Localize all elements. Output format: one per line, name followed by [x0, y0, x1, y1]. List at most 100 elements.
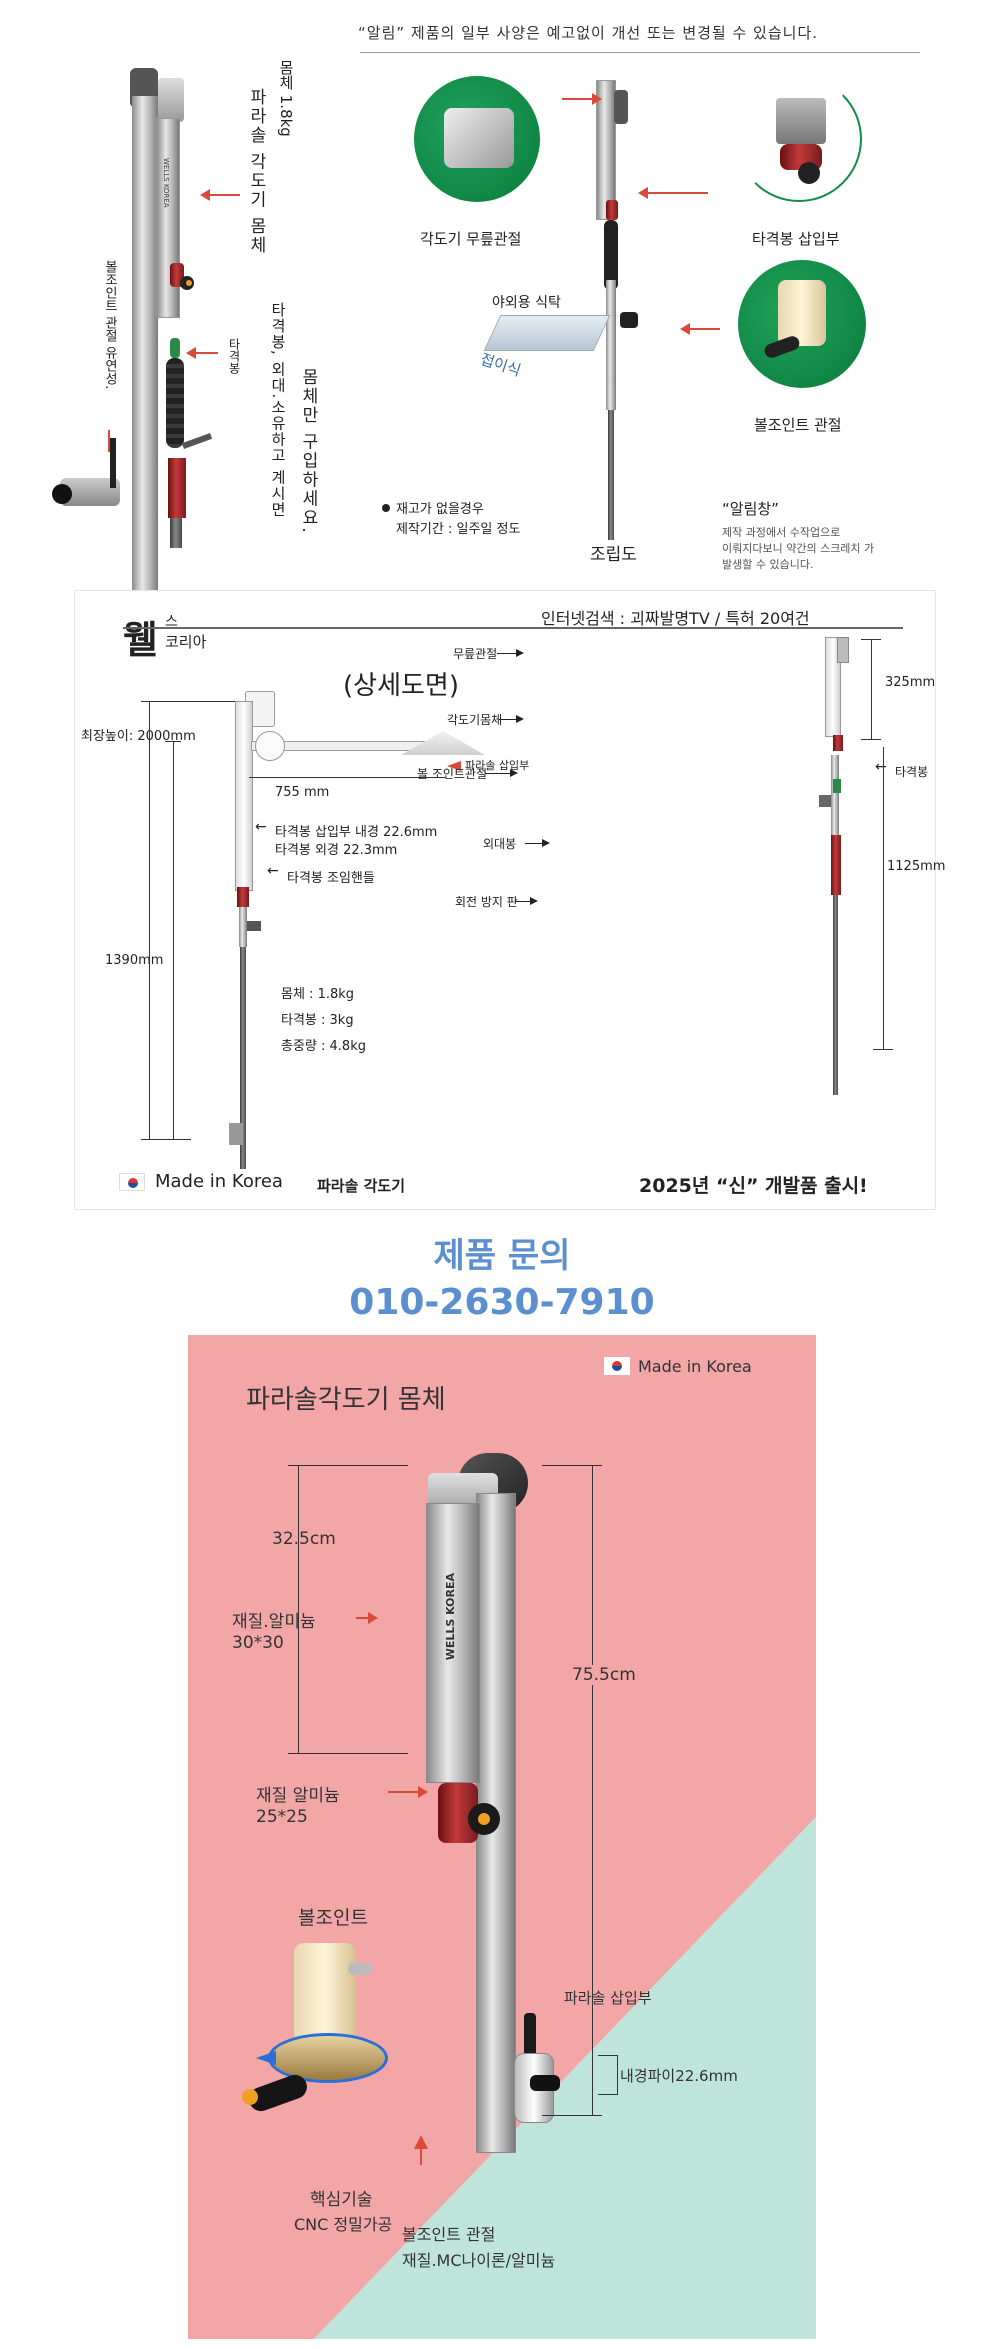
alert-title: “알림창”	[722, 500, 779, 518]
r-anti-label: 회전 방지 판	[455, 895, 518, 909]
inner-d: 내경파이22.6mm	[620, 2067, 738, 2085]
body-detail-panel: 파라솔각도기 몸체 Made in Korea WELLS KOREA 32.5…	[188, 1335, 816, 2339]
schematic-left	[225, 691, 445, 1171]
arrow-rod	[186, 347, 218, 359]
alert-line-2: 이뤄지다보니 약간의 스크레치 가	[722, 542, 875, 555]
brand-sub: 코리아	[165, 633, 207, 651]
rotate-arrow-icon	[256, 2051, 276, 2065]
circle-rod-insert-photo	[736, 76, 862, 202]
mat2-arrow	[388, 1786, 428, 1798]
arrow-rod-insert	[638, 187, 708, 199]
r-325-top	[861, 639, 881, 640]
max-height-label: 최장높이: 2000mm	[81, 729, 196, 744]
r-anti-arrow	[515, 897, 538, 905]
body-label: 파라솔 각도기 몸체	[246, 88, 266, 255]
production-note: 제작기간 : 일주일 정도	[396, 522, 521, 537]
parasol-in-label: 파라솔 삽입부	[564, 1989, 652, 2007]
height-1390: 1390mm	[105, 953, 164, 968]
r-325-bot	[861, 739, 881, 740]
arrow-rod-handle: ←	[267, 863, 279, 879]
r-body-label: 각도기몸체	[447, 713, 503, 727]
brand-line	[123, 627, 903, 629]
dim-325-bot	[288, 1753, 408, 1754]
parasol-insert-label: 파라솔 삽입부	[465, 759, 530, 772]
dim-1390-top	[165, 741, 181, 742]
arrow-ball-down	[108, 430, 110, 452]
circle-knee-photo	[414, 76, 540, 202]
r-ball-label: 볼 조인트관절	[417, 767, 488, 781]
brand-logo: 웰	[123, 618, 158, 662]
circle-ball-joint-photo	[738, 260, 866, 388]
dim-325: 32.5cm	[272, 1529, 336, 1549]
stock-note: 재고가 없을경우	[396, 502, 484, 517]
r-1125-bot	[873, 1049, 893, 1050]
made-in-korea: Made in Korea	[155, 1171, 283, 1192]
arrow-knee-photo	[562, 93, 602, 105]
dim-755-bot	[542, 2115, 602, 2116]
dim-bottom	[141, 1139, 191, 1140]
notice-underline	[360, 52, 920, 53]
inner-d-bracket	[598, 2055, 618, 2095]
body-title: 파라솔각도기 몸체	[246, 1385, 446, 1415]
assembly-drawing	[470, 80, 710, 550]
rod-handle-label: 타격봉 조임핸들	[287, 871, 375, 886]
body-only-note: 몸체만 구입하세요.	[298, 368, 318, 535]
dim-755-top	[542, 1465, 602, 1466]
brand-print: WELLS KOREA	[444, 1573, 457, 1661]
korea-flag-icon	[119, 1173, 145, 1191]
mat1-b: 30*30	[232, 1633, 284, 1653]
mat2-b: 25*25	[256, 1807, 308, 1827]
dim-1390	[173, 741, 174, 1139]
rod-outer-label: 타격봉 외경 22.3mm	[275, 843, 398, 858]
dim-2000-top	[141, 701, 271, 702]
contact-phone[interactable]: 010-2630-7910	[349, 1282, 655, 1323]
dim-325-line	[298, 1465, 299, 1753]
rod-inner-label: 타격봉 삽입부 내경 22.6mm	[275, 825, 438, 840]
schematic-right	[819, 635, 879, 1095]
ball-joint-photo	[242, 1943, 398, 2115]
weight-body: 몸체 : 1.8kg	[281, 987, 355, 1002]
parasol-insert-arrow	[447, 761, 461, 771]
flag-icon-2	[604, 1357, 630, 1375]
arrow-ball-photo	[680, 323, 720, 335]
dim-325-top	[288, 1465, 408, 1466]
r-1125: 1125mm	[887, 859, 946, 874]
product-photo-left: WELLS KOREA	[52, 58, 250, 596]
mat1-a: 재질.알미늄	[232, 1612, 316, 1632]
arm-length: 755 mm	[275, 785, 330, 800]
cnc: CNC 정밀가공	[294, 2215, 393, 2234]
r-body-arrow	[499, 715, 524, 723]
bullet	[382, 504, 390, 512]
r-outer-label: 외대봉	[483, 837, 517, 851]
release-note: 2025년 “신” 개발품 출시!	[639, 1175, 868, 1197]
circle-label-knee: 각도기 무릎관절	[420, 230, 522, 248]
detail-title: (상세도면)	[343, 671, 459, 701]
arrow-body	[200, 189, 240, 201]
ball-joint-note: 볼조인트 관절 유연성.	[102, 260, 117, 390]
search-text: 인터넷검색 : 괴짜발명TV / 특허 20여건	[541, 609, 810, 628]
rod-label: 타격봉	[227, 338, 241, 374]
joint-label: 볼조인트 관절	[402, 2225, 496, 2244]
weight-label: 몸체 1.8kg	[277, 60, 295, 137]
ball-joint-title: 볼조인트	[298, 1907, 368, 1929]
arrow-rod-inner: ←	[255, 819, 267, 835]
mat1-arrow	[356, 1612, 378, 1624]
alert-line-3: 발생할 수 있습니다.	[722, 558, 814, 571]
weight-rod: 타격봉 : 3kg	[281, 1013, 354, 1028]
weight-total: 총중량 : 4.8kg	[281, 1039, 366, 1054]
dim-755-line	[592, 1465, 593, 2115]
rod-note: 타격봉, 외대.소유하고 계시면	[269, 302, 287, 518]
dim-2000	[149, 701, 150, 1139]
circle-label-rod-insert: 타격봉 삽입부	[752, 230, 840, 248]
assembly-label: 조립도	[590, 545, 637, 565]
r-325-dim	[871, 639, 872, 739]
r-rod-label: 타격봉	[895, 765, 929, 779]
r-325: 325mm	[885, 675, 936, 690]
table-label: 야외용 식탁	[492, 295, 561, 311]
r-1125-dim	[883, 747, 884, 1049]
mat2-a: 재질 알미늄	[256, 1786, 340, 1806]
r-outer-arrow	[525, 839, 550, 847]
r-ball-arrow	[485, 769, 518, 777]
notice-text: “알림” 제품의 일부 사양은 예고없이 개선 또는 변경될 수 있습니다.	[358, 24, 819, 42]
joint-up-stem	[420, 2147, 422, 2165]
